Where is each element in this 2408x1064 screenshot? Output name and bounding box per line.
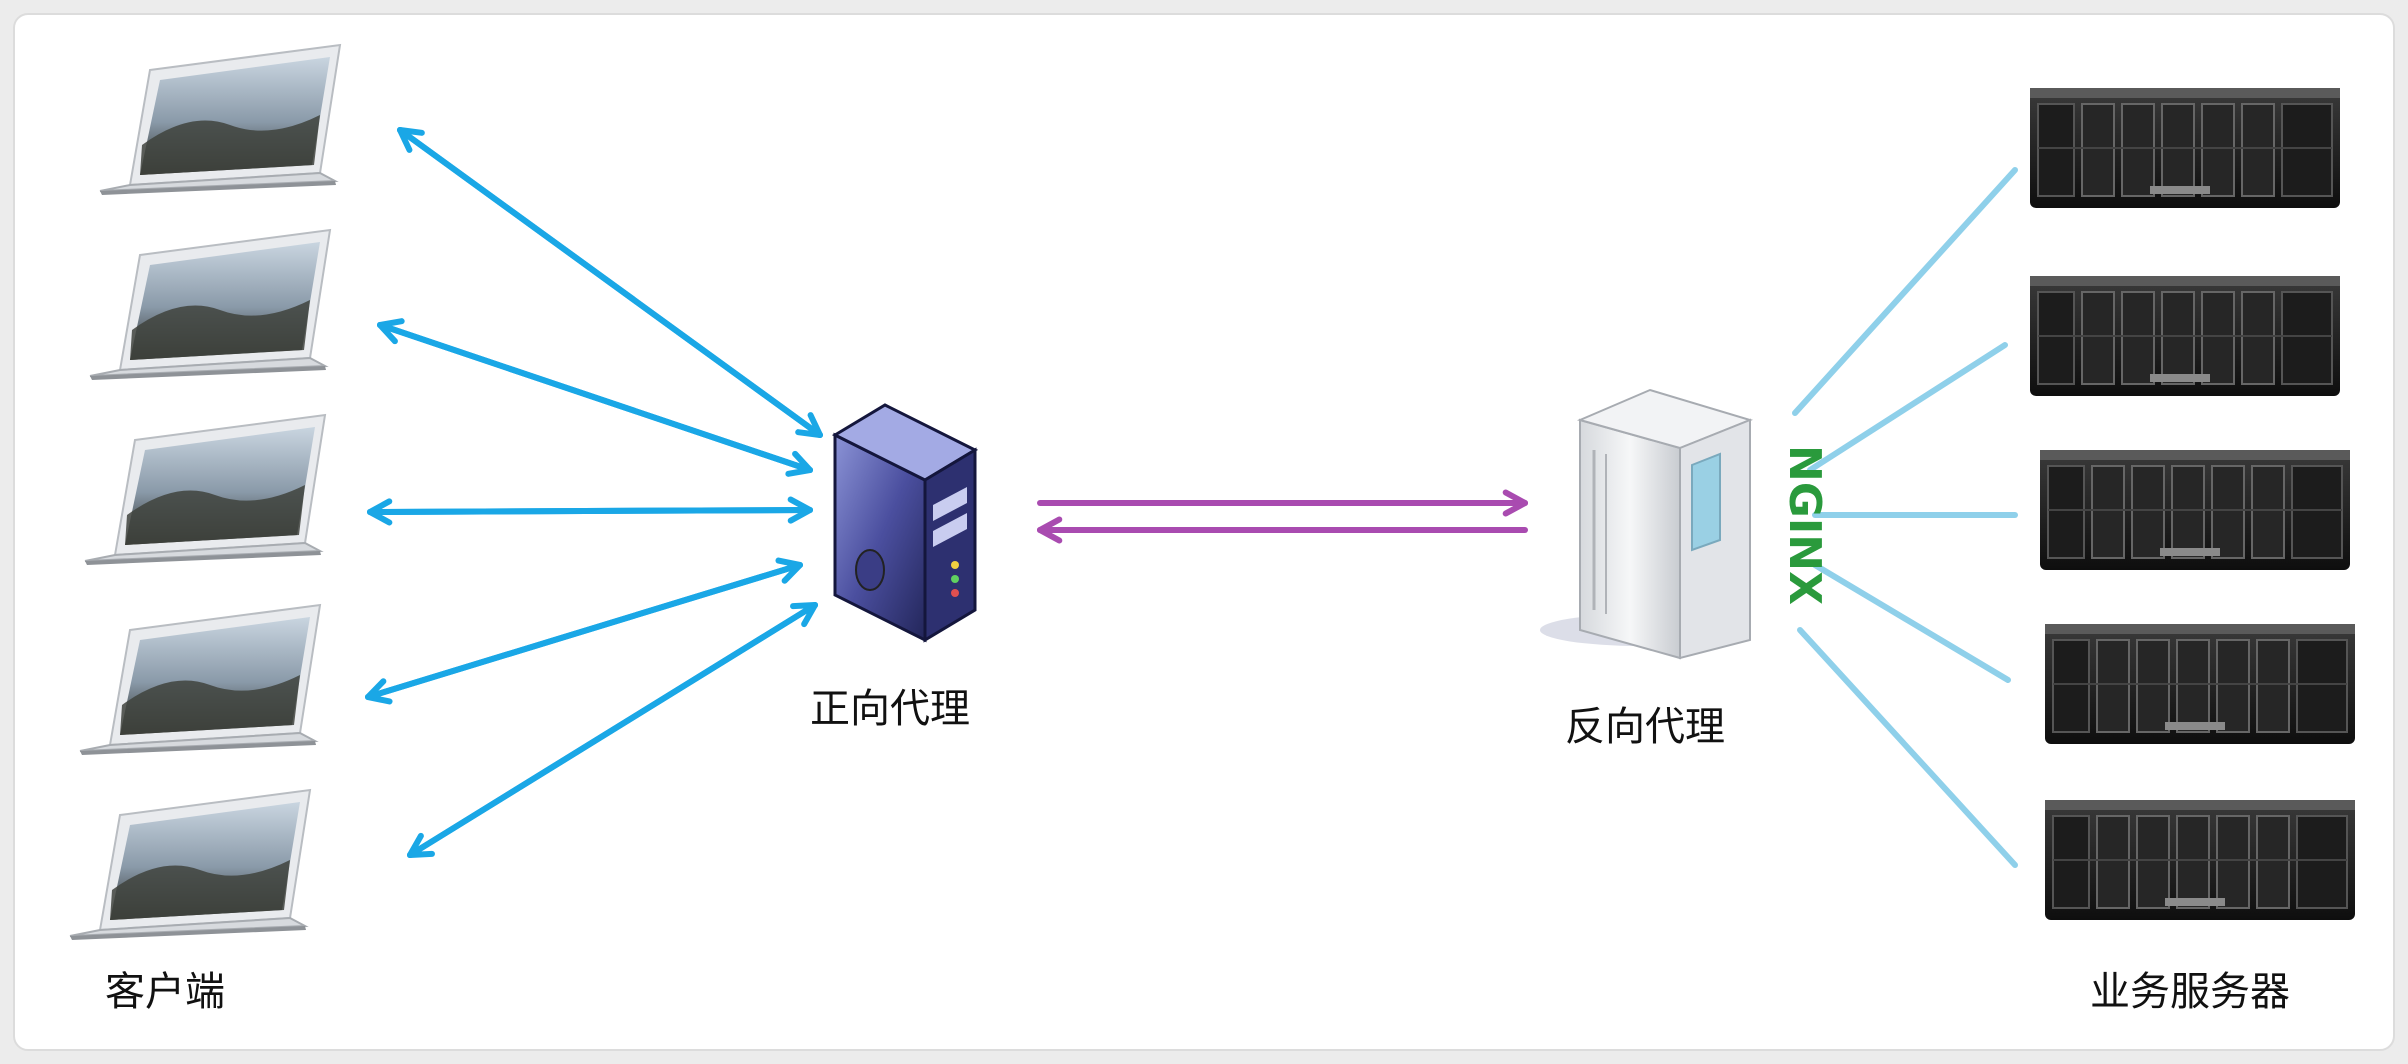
server-tower-icon xyxy=(831,403,979,643)
blade-server-rack-icon xyxy=(2039,449,2351,571)
forward-proxy-label: 正向代理 xyxy=(810,686,970,732)
client-link-arrow xyxy=(365,557,803,700)
client-link-arrow xyxy=(367,496,813,524)
client-link-arrow xyxy=(377,318,813,473)
client-links xyxy=(365,127,823,858)
nginx-server-icon xyxy=(1540,388,1754,660)
server-link-line xyxy=(1807,342,2008,473)
blade-server-rack-icon xyxy=(2044,799,2356,921)
server-link-line xyxy=(1812,562,2011,683)
clients-label: 客户端 xyxy=(105,969,225,1015)
proxy-link-arrow-right xyxy=(1037,489,1528,517)
proxy-link-arrow-left xyxy=(1037,516,1528,544)
proxy-links xyxy=(1037,489,1528,544)
server-links xyxy=(1792,167,2018,868)
servers-label: 业务服务器 xyxy=(2090,969,2290,1015)
client-link-arrow xyxy=(407,602,818,858)
blade-server-rack-icon xyxy=(2029,275,2341,397)
server-link-line xyxy=(1797,627,2018,868)
nginx-logo: NGINX xyxy=(1779,445,1830,605)
blade-server-rack-icon xyxy=(2029,87,2341,209)
reverse-proxy-label: 反向代理 xyxy=(1565,704,1725,750)
server-link-line xyxy=(1792,167,2018,416)
blade-server-rack-icon xyxy=(2044,623,2356,745)
client-link-arrow xyxy=(397,127,823,438)
